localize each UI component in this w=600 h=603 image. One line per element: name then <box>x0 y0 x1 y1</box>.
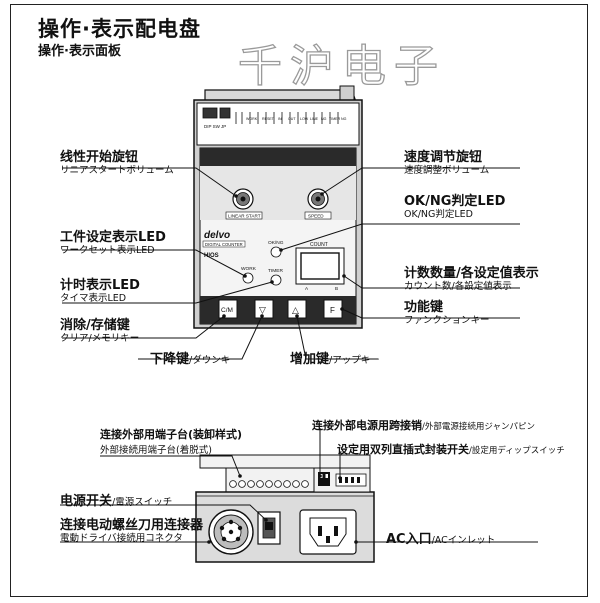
page-subtitle: 操作·表示面板 <box>38 44 121 59</box>
dip-switch-sublabel: /設定用ディップスイッチ <box>469 446 565 456</box>
dip-sw-label: DIP SW <box>204 124 221 129</box>
count-callout: 计数数量/各设定值表示 <box>404 266 539 281</box>
front-device <box>193 85 363 329</box>
driver-connector[interactable] <box>208 509 254 555</box>
jumper-label: 连接外部电源用跨接销 <box>312 419 422 432</box>
terminal-label-timer: TIMER <box>329 117 341 121</box>
svg-text:C/M: C/M <box>221 307 233 314</box>
power-switch[interactable] <box>257 511 281 545</box>
terminal-screws <box>229 480 309 488</box>
work-led-callout: 工件设定表示LED <box>60 230 166 245</box>
power-switch-label: 电源开关 <box>60 494 113 509</box>
speed-label-box <box>304 211 332 220</box>
svg-text:F: F <box>330 306 335 315</box>
timer-led-subcallout: タイマ表示LED <box>60 293 127 304</box>
dip-switch-small <box>202 107 218 119</box>
count-subcallout: カウント数/各設定値表示 <box>404 281 512 292</box>
count-display <box>300 252 340 280</box>
jumper-sublabel: /外部電源接続用ジャンパピン <box>422 422 535 432</box>
down-key-label: 下降键 <box>150 352 190 367</box>
panel-dark-band <box>200 148 356 166</box>
okng-led-subcallout: OK/NG判定LED <box>404 209 473 220</box>
function-key-callout: 功能键 <box>404 300 444 315</box>
svg-text:▽: ▽ <box>259 306 266 316</box>
clear-memory-key[interactable]: C/M <box>218 299 238 319</box>
dip-switch[interactable] <box>335 473 367 487</box>
timer-led-label: TIMER <box>268 268 283 274</box>
top-terminal-panel <box>196 102 360 146</box>
down-key[interactable]: ▽ <box>254 299 274 319</box>
terminal-label-out: OUT <box>288 117 296 121</box>
work-led-subcallout: ワークセット表示LED <box>60 245 155 256</box>
svg-text:△: △ <box>292 306 299 316</box>
jumper-callout: 连接外部电源用跨接销/外部電源接続用ジャンパピン <box>312 414 535 433</box>
callout-lines-upper <box>62 167 520 360</box>
speed-knob-label: 速度调节旋钮 <box>404 150 483 165</box>
clear-key-subcallout: クリア/メモリキー <box>60 333 140 344</box>
outer-frame <box>10 4 588 597</box>
function-key[interactable]: F <box>323 299 343 319</box>
speed-knob-sublabel: 速度調整ボリューム <box>404 165 490 176</box>
linear-knob-label: 线性开始旋钮 <box>60 150 139 165</box>
terminal-label-ng-2: NG <box>341 117 347 121</box>
terminal-label-line: LINE <box>310 117 319 121</box>
ac-inlet-sublabel: /ACインレット <box>431 535 496 546</box>
dip-switch-label: 设定用双列直插式封装开关 <box>337 443 469 456</box>
connector-callout: 连接电动螺丝刀用连接器 <box>60 518 204 533</box>
work-led-label: WORK <box>241 266 257 272</box>
terminal-label-work: WORK <box>246 117 258 121</box>
callout-lines-lower <box>60 428 538 543</box>
terminal-label-ng: NG <box>321 117 327 121</box>
top-terminals <box>202 107 339 124</box>
count-label: COUNT <box>310 242 328 248</box>
jp-label: JP <box>221 124 226 129</box>
function-key-subcallout: ファンクションキー <box>404 315 490 326</box>
connector-subcallout: 電動ドライバ接続用コネクタ <box>60 533 183 544</box>
callout-dots-upper <box>222 192 346 318</box>
linear-start-label-box <box>225 211 263 220</box>
power-switch-callout: 电源开关/電源スイッチ <box>60 490 172 509</box>
down-key-callout: 下降键/ダウンキー <box>150 348 240 367</box>
terminal-label-reset: RESET <box>262 117 275 121</box>
terminal-block-body <box>225 467 315 493</box>
ac-inlet-label: AC入口 <box>386 532 432 547</box>
power-switch-sublabel: /電源スイッチ <box>112 497 173 508</box>
up-key-sublabel: /アップキー <box>329 355 380 366</box>
clear-key-callout: 消除/存储键 <box>60 318 130 333</box>
ac-inlet-callout: AC入口/ACインレット <box>386 528 495 547</box>
up-key-label: 增加键 <box>290 352 330 367</box>
up-key-callout: 增加键/アップキー <box>290 348 380 367</box>
brand-logo: delvo <box>204 230 230 241</box>
maker-logo: HIOS <box>204 253 219 259</box>
watermark: 千沪电子 <box>237 40 446 92</box>
dip-switch-small-2 <box>219 107 231 119</box>
speed-label: SPEED <box>308 214 324 219</box>
timer-led-callout: 计时表示LED <box>60 278 140 293</box>
okng-led-label: OK/NG <box>268 240 284 246</box>
okng-led-callout: OK/NG判定LED <box>404 194 506 209</box>
terminal-block-callout: 连接外部用端子台(装卸样式) <box>100 428 243 441</box>
count-a-label: A <box>305 286 309 291</box>
model-label-box <box>202 240 246 248</box>
terminal-label-in: IN <box>278 117 282 121</box>
knob-band <box>200 166 356 220</box>
model-label: DIGITAL COUNTER <box>205 242 243 247</box>
ac-inlet[interactable] <box>299 509 357 555</box>
down-key-sublabel: /ダウンキー <box>189 355 240 366</box>
dip-switch-callout: 设定用双列直插式封装开关/設定用ディップスイッチ <box>337 438 565 457</box>
linear-start-label: LINEAR START <box>228 214 261 219</box>
linear-knob-sublabel: リニアスタートボリューム <box>60 165 174 176</box>
count-b-label: B <box>335 286 338 291</box>
terminal-label-low: LOW <box>300 117 309 121</box>
callout-dots-lower <box>207 474 358 544</box>
linear-start-knob[interactable] <box>232 188 254 210</box>
okng-led <box>270 246 282 258</box>
terminal-block-subcallout: 外部接続用端子台(着脱式) <box>100 445 212 456</box>
page-title: 操作·表示配电盘 <box>38 17 201 41</box>
